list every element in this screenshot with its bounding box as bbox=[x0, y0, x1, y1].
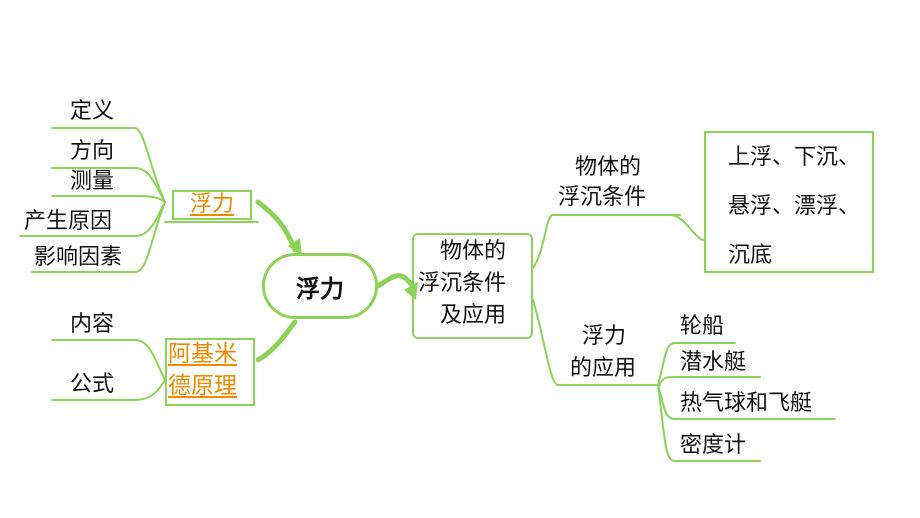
center-label: 浮力 bbox=[296, 274, 344, 303]
item-content[interactable]: 内容 bbox=[70, 312, 115, 337]
application-label-line1[interactable]: 浮力 bbox=[582, 324, 627, 349]
item-direction[interactable]: 方向 bbox=[70, 139, 115, 164]
item-factors[interactable]: 影响因素 bbox=[34, 245, 123, 270]
floating-sinking-node[interactable] bbox=[412, 233, 533, 339]
connector-measure bbox=[51, 195, 166, 203]
arrowhead-upper bbox=[288, 238, 302, 256]
connector-condition-box bbox=[669, 214, 705, 241]
arrowhead-right bbox=[404, 282, 418, 300]
connector-hydrometer bbox=[657, 384, 761, 462]
connector-application bbox=[532, 299, 559, 386]
item-submarine[interactable]: 潜水艇 bbox=[680, 350, 747, 375]
archimedes-label-line1: 阿基米 bbox=[168, 341, 237, 367]
condition-line-1: 上浮、下沉、 bbox=[728, 145, 861, 170]
connector-center-right bbox=[375, 273, 415, 289]
item-measure[interactable]: 测量 bbox=[70, 169, 115, 194]
connector-center-upper bbox=[255, 199, 298, 253]
floating-sinking-line1: 物体的 bbox=[440, 239, 507, 264]
connector-balloon bbox=[657, 384, 836, 420]
buoyancy-branch-label[interactable]: 浮力 bbox=[172, 190, 252, 220]
floating-sinking-line2: 浮沉条件 bbox=[418, 271, 507, 296]
item-ship[interactable]: 轮船 bbox=[680, 314, 725, 339]
connector-ship bbox=[657, 342, 736, 386]
connector-center-lower bbox=[255, 319, 298, 363]
center-node[interactable]: 浮力 bbox=[262, 253, 378, 319]
archimedes-label-line2: 德原理 bbox=[168, 373, 237, 399]
floating-sinking-line3: 及应用 bbox=[440, 303, 507, 328]
connector-condition bbox=[532, 214, 553, 269]
condition-box bbox=[704, 131, 874, 273]
item-definition[interactable]: 定义 bbox=[70, 99, 115, 124]
connector-formula bbox=[51, 379, 166, 401]
item-hydrometer[interactable]: 密度计 bbox=[680, 433, 747, 458]
connector-submarine bbox=[657, 376, 761, 386]
item-cause[interactable]: 产生原因 bbox=[24, 209, 113, 234]
connector-factors bbox=[31, 201, 166, 273]
application-label-line2[interactable]: 的应用 bbox=[570, 356, 637, 381]
item-balloon-airship[interactable]: 热气球和飞艇 bbox=[680, 391, 813, 416]
connector-definition bbox=[51, 127, 166, 203]
condition-label-line1[interactable]: 物体的 bbox=[575, 155, 642, 180]
condition-label-line2[interactable]: 浮沉条件 bbox=[558, 185, 647, 210]
connector-direction bbox=[51, 167, 166, 203]
connector-content bbox=[51, 339, 166, 381]
condition-line-2: 悬浮、漂浮、 bbox=[728, 194, 861, 219]
archimedes-branch-box[interactable] bbox=[165, 338, 255, 406]
item-formula[interactable]: 公式 bbox=[70, 372, 115, 397]
condition-line-3: 沉底 bbox=[728, 243, 773, 268]
